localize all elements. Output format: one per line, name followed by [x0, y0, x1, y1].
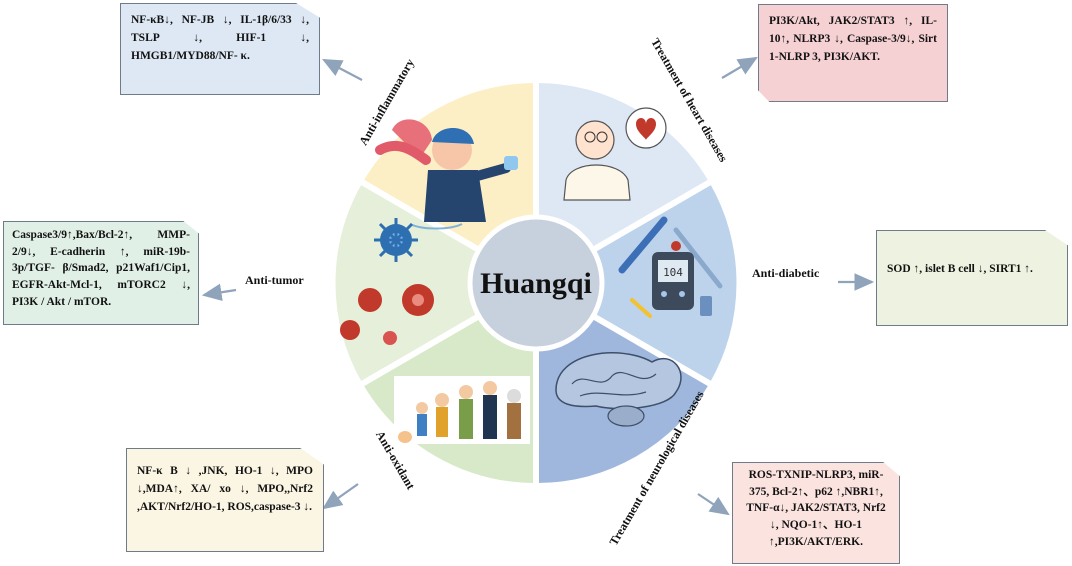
- arrow-inflammatory: [322, 58, 363, 81]
- heart-patient-illustration: [563, 107, 667, 201]
- brain-illustration: [555, 352, 682, 427]
- box-anti-tumor: Caspase3/9↑,Bax/Bcl-2↑, MMP-2/9↓, E-cadh…: [3, 221, 199, 325]
- glucometer-reading: 104: [663, 266, 683, 279]
- box-anti-inflammatory: NF-κB↓, NF-JB ↓, IL-1β/6/33 ↓, TSLP ↓, H…: [120, 3, 320, 95]
- arrow-neuro: [697, 493, 730, 516]
- center-hub: [467, 214, 605, 352]
- box-anti-diabetic: SOD ↑, islet B cell ↓, SIRT1 ↑.: [876, 230, 1068, 326]
- label-anti-diabetic: Anti-diabetic: [752, 266, 820, 280]
- arrow-oxidant: [322, 483, 359, 510]
- box-neurological-diseases: ROS-TXNIP-NLRP3, miR-375, Bcl-2↑、p62 ↑,N…: [732, 462, 900, 564]
- center-title: Huangqi: [480, 267, 592, 300]
- tumor-virus-illustration: [340, 218, 434, 345]
- arrow-tumor: [201, 283, 237, 301]
- box-anti-oxidant: NF-κ B ↓ ,JNK, HO-1 ↓, MPO ↓,MDA↑, XA/ x…: [126, 448, 324, 552]
- diabetes-equipment-illustration: 104: [618, 216, 723, 318]
- sector-anti-diabetic: [530, 176, 743, 390]
- family-illustration: [394, 376, 530, 444]
- arrow-heart: [721, 56, 758, 79]
- label-anti-tumor: Anti-tumor: [245, 273, 304, 287]
- box-heart-diseases: PI3K/Akt, JAK2/STAT3 ↑, IL-10↑, NLRP3 ↓,…: [758, 4, 948, 102]
- sick-person-illustration: [375, 119, 518, 230]
